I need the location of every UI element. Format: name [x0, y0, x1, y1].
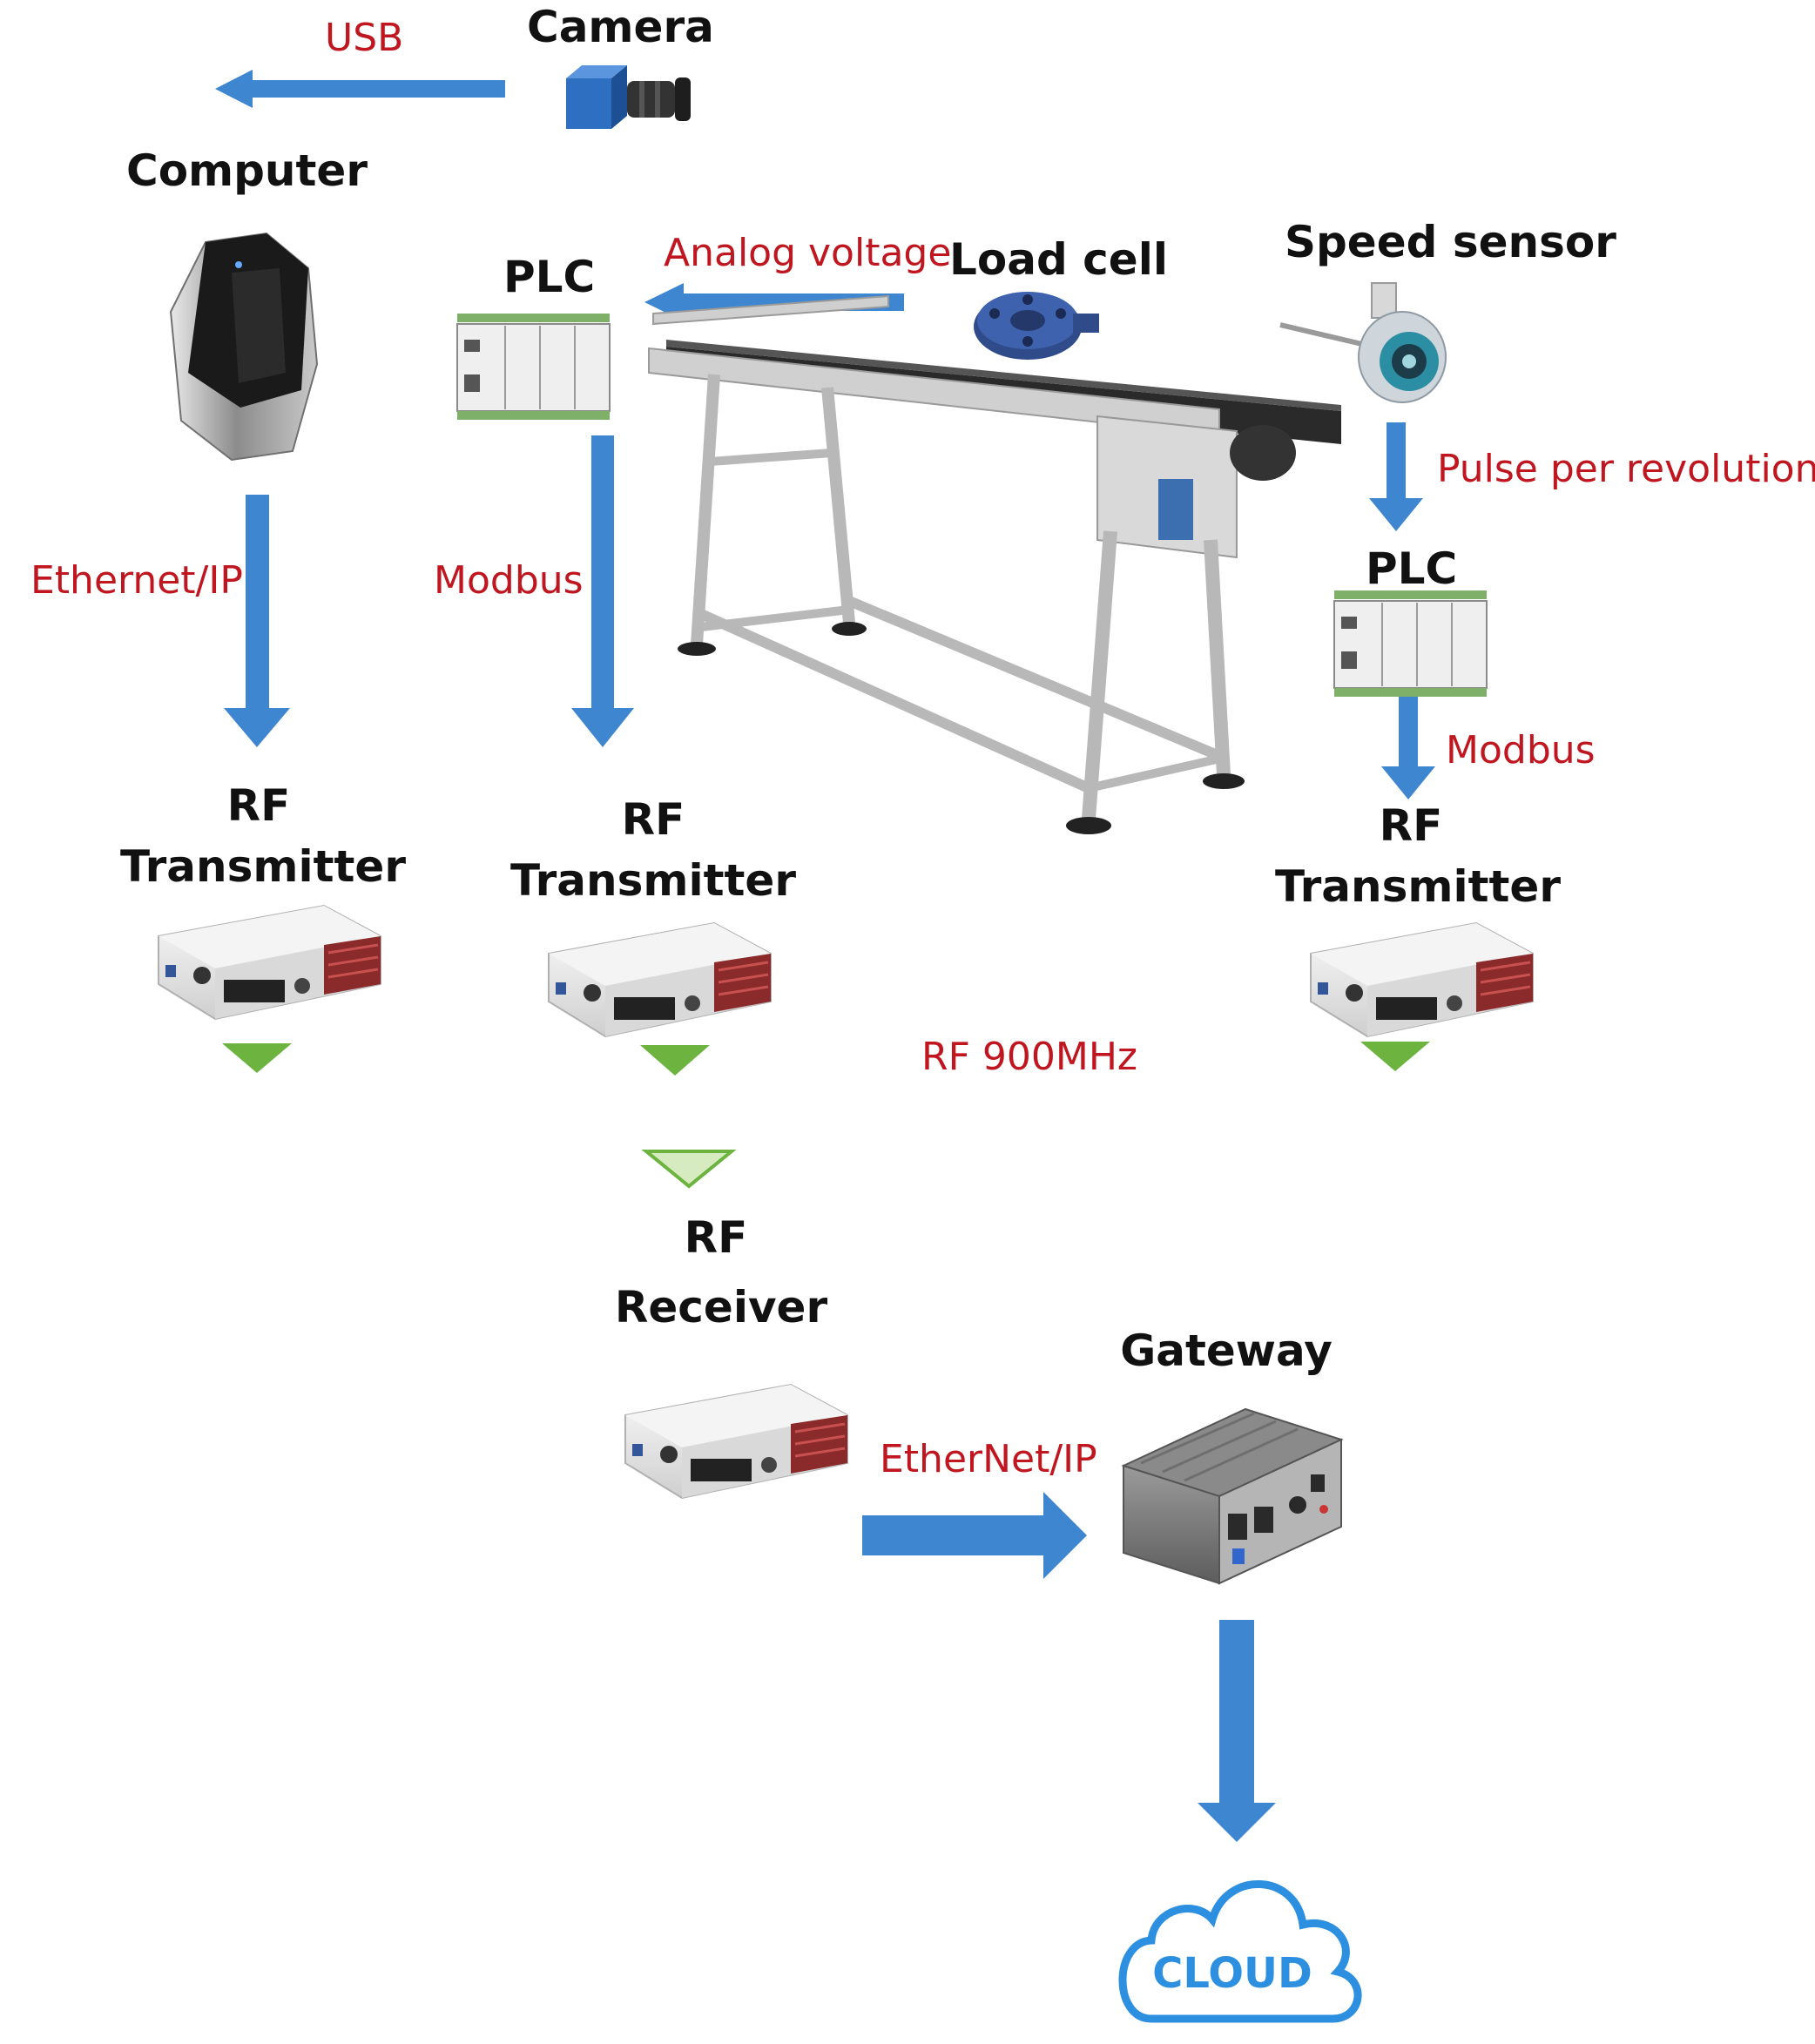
- rf-band-label: RF 900MHz: [921, 1035, 1137, 1079]
- rf-tx3-line1: RF: [1380, 800, 1443, 851]
- plc-left-label: PLC: [503, 252, 595, 302]
- rf-transmitter-3-icon: [1309, 921, 1535, 1038]
- analog-voltage-arrow: [644, 283, 904, 321]
- cloud-icon: [1118, 1879, 1362, 2023]
- rf-tx3-signal-icon: [1360, 1042, 1430, 1071]
- rf-tx2-line2: Transmitter: [510, 855, 796, 906]
- gateway-box-icon: [1121, 1407, 1344, 1585]
- computer-tower-icon: [169, 232, 319, 462]
- analog-voltage-label: Analog voltage: [664, 231, 951, 275]
- load-cell-icon: [974, 292, 1099, 360]
- rf-tx1-line2: Transmitter: [120, 841, 406, 892]
- gateway-label: Gateway: [1120, 1326, 1333, 1376]
- rf-tx2-line1: RF: [622, 794, 685, 845]
- ethernet-ip-computer-label: Ethernet/IP: [30, 558, 243, 603]
- load-cell-label: Load cell: [949, 234, 1168, 285]
- camera-label: Camera: [527, 2, 714, 52]
- speed-sensor-label: Speed sensor: [1285, 217, 1616, 267]
- pulse-per-revolution-label: Pulse per revolution: [1437, 447, 1815, 491]
- gateway-down-arrow: [1198, 1620, 1276, 1842]
- rf-tx3-line2: Transmitter: [1275, 861, 1561, 912]
- plc-left-icon: [456, 313, 611, 421]
- modbus-right-label: Modbus: [1446, 728, 1596, 772]
- rf-rx-line1: RF: [685, 1212, 748, 1263]
- modbus-left-label: Modbus: [434, 558, 584, 603]
- plc-right-down-arrow: [1381, 692, 1435, 799]
- rf-rx-line2: Receiver: [615, 1282, 828, 1332]
- ethernet-ip-gateway-label: EtherNet/IP: [880, 1437, 1097, 1481]
- plc-right-icon: [1333, 590, 1488, 698]
- plc-left-down-arrow: [571, 435, 634, 747]
- ethernet-right-arrow: [862, 1492, 1087, 1579]
- rf-receiver-icon: [624, 1383, 849, 1500]
- plc-right-label: PLC: [1366, 543, 1457, 594]
- computer-down-arrow: [224, 495, 290, 747]
- rf-tx1-signal-icon: [222, 1043, 292, 1073]
- speed-sensor-down-arrow: [1369, 422, 1423, 531]
- rf-rx-signal-icon: [641, 1150, 737, 1189]
- rf-tx2-signal-icon: [640, 1045, 710, 1076]
- rf-tx1-line1: RF: [227, 780, 291, 831]
- rf-transmitter-2-icon: [547, 921, 773, 1038]
- camera-icon: [566, 65, 691, 129]
- usb-label: USB: [325, 16, 403, 60]
- speed-sensor-icon: [1279, 282, 1447, 403]
- cloud-label: CLOUD: [1152, 1949, 1312, 1998]
- rf-signal-triangles: [222, 1042, 1430, 1189]
- labels: Camera Computer PLC Load cell Speed sens…: [30, 2, 1815, 1998]
- arrows: [215, 70, 1435, 1842]
- usb-arrow: [215, 70, 505, 108]
- computer-label: Computer: [126, 145, 368, 196]
- rf-transmitter-1-icon: [157, 904, 382, 1021]
- conveyor-belt-icon: [648, 294, 1341, 834]
